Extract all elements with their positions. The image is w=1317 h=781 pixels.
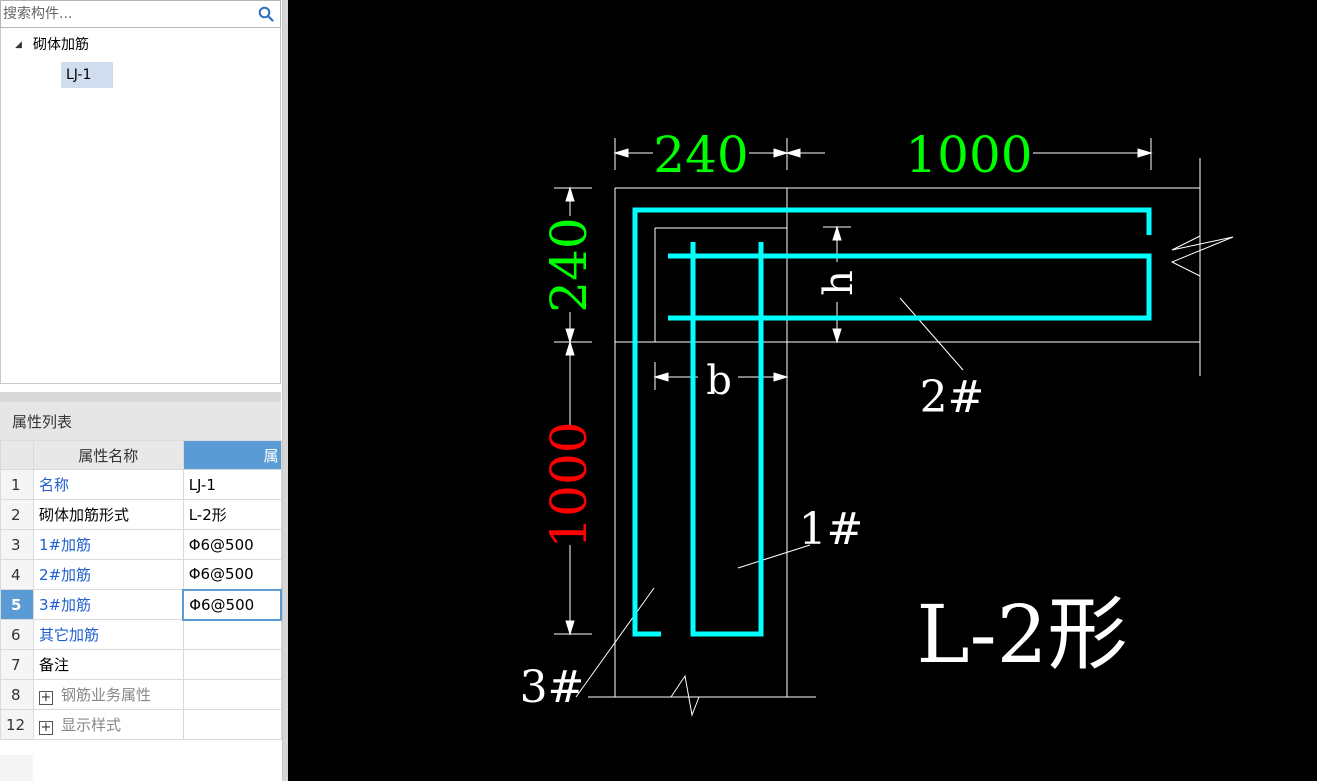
- property-group-label: 显示样式: [60, 716, 121, 734]
- leader-lines: [575, 297, 964, 698]
- table-row[interactable]: 2 砌体加筋形式 L-2形: [0, 499, 282, 530]
- dim-top-left-text: 240: [653, 126, 748, 184]
- property-name: 名称: [32, 469, 184, 500]
- table-row-group[interactable]: 8 + 钢筋业务属性: [0, 679, 282, 710]
- drawing-canvas[interactable]: 240 1000 240 1000 h b 2# 1# 3# L-2形: [288, 0, 1317, 781]
- tree-node-label: 砌体加筋: [33, 37, 89, 53]
- row-number: 1: [0, 469, 34, 500]
- property-value[interactable]: [182, 649, 282, 680]
- header-property-name: 属性名称: [32, 440, 184, 470]
- rebar-2: [668, 253, 1152, 321]
- property-value[interactable]: LJ-1: [182, 469, 282, 500]
- left-panel: ◢ 砌体加筋 LJ-1 属性列表 属性名称 属 1 名称 LJ-1 2 砌体加筋形…: [0, 0, 283, 781]
- table-row[interactable]: 6 其它加筋: [0, 619, 282, 650]
- panel-divider[interactable]: [0, 392, 281, 402]
- table-row[interactable]: 4 2#加筋 Φ6@500: [0, 559, 282, 590]
- row-number: 5: [0, 589, 34, 620]
- expand-plus-icon[interactable]: +: [38, 720, 53, 735]
- property-value: [182, 679, 282, 710]
- label-3: 3#: [520, 662, 585, 713]
- rebar-lines: [632, 207, 1152, 637]
- table-row[interactable]: 3 1#加筋 Φ6@500: [0, 529, 282, 560]
- header-num: [0, 440, 34, 470]
- component-tree: ◢ 砌体加筋 LJ-1: [0, 28, 281, 384]
- property-value: [182, 709, 282, 740]
- property-value[interactable]: [182, 619, 282, 650]
- row-number-filler: [0, 755, 33, 781]
- property-name: 备注: [32, 649, 184, 680]
- table-row-group[interactable]: 12 + 显示样式: [0, 709, 282, 740]
- label-2: 2#: [920, 372, 985, 423]
- expand-plus-icon[interactable]: +: [38, 690, 53, 705]
- search-box: [0, 0, 281, 28]
- property-group-label: 钢筋业务属性: [60, 686, 151, 704]
- label-b: b: [706, 358, 732, 404]
- property-group: + 显示样式: [32, 709, 184, 740]
- wall-outline: [588, 158, 1234, 717]
- property-value-editing[interactable]: Φ6@500: [182, 588, 282, 621]
- tree-leaf-lj-1[interactable]: LJ-1: [61, 62, 113, 88]
- properties-panel-title: 属性列表: [0, 402, 281, 440]
- property-value[interactable]: L-2形: [182, 499, 282, 530]
- properties-header-row: 属性名称 属: [0, 440, 282, 470]
- row-number: 7: [0, 649, 34, 680]
- rebar-diagram: 240 1000 240 1000 h b 2# 1# 3# L-2形: [520, 126, 1234, 717]
- property-name: 其它加筋: [32, 619, 184, 650]
- label-h: h: [816, 270, 862, 296]
- search-icon[interactable]: [258, 6, 274, 22]
- rebar-3: [632, 207, 1152, 637]
- panel-splitter[interactable]: [283, 0, 288, 781]
- row-number: 6: [0, 619, 34, 650]
- form-title: L-2形: [916, 588, 1127, 681]
- dim-left-top-text: 240: [540, 217, 598, 312]
- row-number: 3: [0, 529, 34, 560]
- table-row-selected[interactable]: 5 3#加筋 Φ6@500: [0, 588, 282, 621]
- table-row[interactable]: 7 备注: [0, 649, 282, 680]
- tree-node-root[interactable]: ◢ 砌体加筋: [15, 34, 89, 56]
- dimension-lines: [554, 138, 1153, 636]
- header-property-value: 属: [182, 440, 282, 470]
- row-number: 2: [0, 499, 34, 530]
- dim-top-right-text: 1000: [905, 126, 1032, 184]
- dim-left-bottom-text: 1000: [540, 421, 598, 548]
- properties-table: 属性名称 属 1 名称 LJ-1 2 砌体加筋形式 L-2形 3 1#加筋 Φ6…: [0, 440, 282, 740]
- search-input[interactable]: [3, 4, 248, 24]
- property-name: 3#加筋: [32, 589, 184, 620]
- row-number: 4: [0, 559, 34, 590]
- row-number: 12: [0, 709, 34, 740]
- row-number: 8: [0, 679, 34, 710]
- property-name: 砌体加筋形式: [32, 499, 184, 530]
- property-group: + 钢筋业务属性: [32, 679, 184, 710]
- property-value[interactable]: Φ6@500: [182, 529, 282, 560]
- tree-leaf-label: LJ-1: [66, 67, 92, 83]
- label-1: 1#: [799, 504, 864, 555]
- rebar-1: [690, 242, 764, 637]
- property-name: 1#加筋: [32, 529, 184, 560]
- expand-triangle-icon[interactable]: ◢: [15, 40, 22, 50]
- property-name: 2#加筋: [32, 559, 184, 590]
- table-row[interactable]: 1 名称 LJ-1: [0, 469, 282, 500]
- property-value[interactable]: Φ6@500: [182, 559, 282, 590]
